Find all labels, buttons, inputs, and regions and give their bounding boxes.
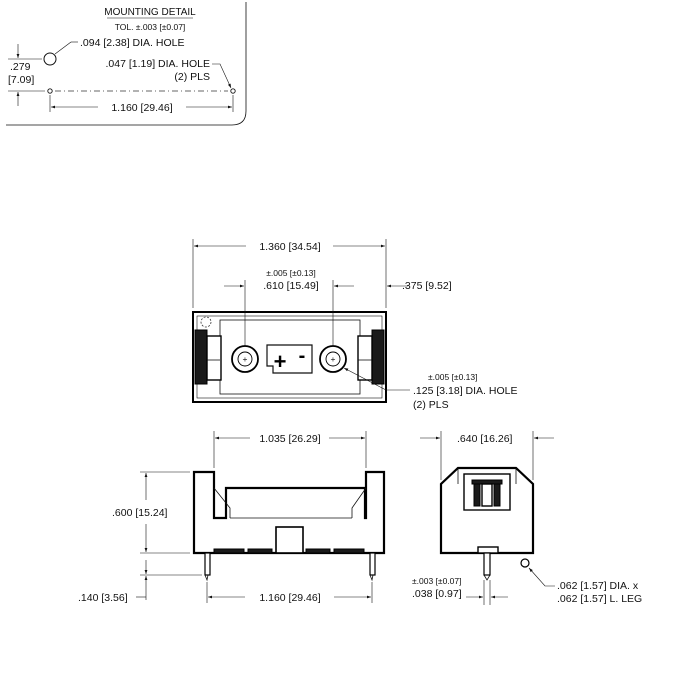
top-view: + + + - 1.360 [34.54] ±.005 [±0.13] .610… — [192, 239, 517, 411]
hole-dia-label: .125 [3.18] DIA. HOLE — [413, 385, 517, 397]
small-hole-label-2: (2) PLS — [174, 71, 210, 83]
small-hole-right-icon — [230, 88, 236, 94]
polarity-box — [266, 344, 313, 374]
leg-tol-label: ±.003 [±0.07] — [412, 576, 462, 586]
top-view-body — [192, 311, 387, 403]
side-leg — [483, 552, 491, 576]
leg-dia-label-1: .062 [1.57] DIA. x — [557, 580, 639, 592]
front-view: 1.035 [26.29] .600 [15.24] .140 [3.56] 1… — [78, 431, 386, 604]
mounting-detail-title: MOUNTING DETAIL — [104, 7, 196, 18]
mounting-tolerance: TOL. ±.003 [±0.07] — [115, 22, 186, 32]
mounting-detail: MOUNTING DETAIL TOL. ±.003 [±0.07] .094 … — [6, 2, 247, 126]
minus-symbol: - — [299, 345, 306, 367]
hole-tol-label: ±.005 [±0.13] — [428, 372, 478, 382]
small-hole-label-1: .047 [1.19] DIA. HOLE — [106, 58, 210, 70]
front-view-body — [192, 470, 386, 555]
mounting-height-mm: [7.09] — [8, 74, 34, 86]
center-spacing-label: .610 [15.49] — [263, 280, 319, 292]
leg-spacing-label: 1.160 [29.46] — [259, 592, 320, 604]
polarity-mark-icon — [200, 316, 212, 328]
svg-text:+: + — [243, 354, 248, 364]
inner-width-label: 1.035 [26.29] — [259, 433, 320, 445]
front-leg-right — [369, 552, 376, 576]
mounting-spacing: 1.160 [29.46] — [111, 102, 172, 114]
height-label: .600 [15.24] — [112, 507, 168, 519]
overall-width-label: 1.360 [34.54] — [259, 241, 320, 253]
small-hole-left-icon — [47, 88, 53, 94]
large-hole-icon — [43, 52, 57, 66]
leg-dia-label-2: .062 [1.57] L. LEG — [557, 593, 642, 605]
large-hole-label: .094 [2.38] DIA. HOLE — [80, 37, 184, 49]
front-leg-left — [204, 552, 211, 576]
round-leg-icon — [520, 558, 530, 568]
hole-count-label: (2) PLS — [413, 399, 449, 411]
leg-length-label: .140 [3.56] — [78, 592, 128, 604]
plus-symbol: + — [274, 349, 287, 374]
center-tol-label: ±.005 [±0.13] — [266, 268, 316, 278]
leg-width-label: .038 [0.97] — [412, 588, 462, 600]
offset-label: .375 [9.52] — [402, 280, 452, 292]
svg-text:+: + — [331, 354, 336, 364]
mounting-height-in: .279 — [10, 61, 31, 73]
depth-label: .640 [16.26] — [457, 433, 513, 445]
mounting-detail-frame — [6, 2, 247, 126]
side-view: .640 [16.26] ±.003 [±0.07] .038 [0.97] .… — [412, 431, 642, 605]
